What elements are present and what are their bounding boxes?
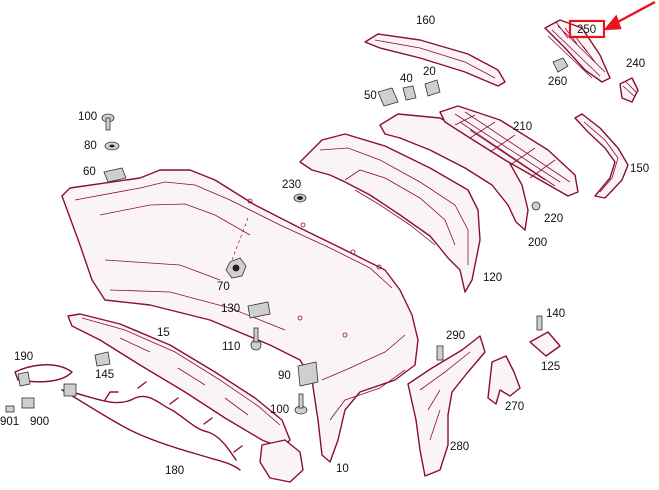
label-901: 901 xyxy=(0,416,19,428)
labels: 160 250 240 260 40 20 50 210 150 100 80 … xyxy=(0,15,649,477)
label-80: 80 xyxy=(84,140,97,152)
part-230-grommet[interactable] xyxy=(293,193,307,203)
label-110: 110 xyxy=(222,341,240,353)
part-15-lower-trim[interactable] xyxy=(67,313,304,483)
label-280: 280 xyxy=(450,441,469,453)
part-901-connector[interactable] xyxy=(5,405,15,413)
label-130: 130 xyxy=(221,303,240,315)
label-900: 900 xyxy=(30,416,49,428)
label-145: 145 xyxy=(95,369,114,381)
part-290-clip[interactable] xyxy=(436,345,444,361)
label-40: 40 xyxy=(400,73,413,85)
part-110-screw[interactable] xyxy=(250,327,262,351)
label-200: 200 xyxy=(528,237,547,249)
part-180-wiring-harness[interactable] xyxy=(61,381,243,471)
part-90-bracket[interactable] xyxy=(297,361,319,387)
part-60-bracket[interactable] xyxy=(103,167,127,183)
label-10: 10 xyxy=(336,463,349,475)
part-100-bolt-top[interactable] xyxy=(101,113,115,131)
part-50-clip[interactable] xyxy=(377,87,399,107)
label-120: 120 xyxy=(483,272,502,284)
label-240: 240 xyxy=(626,58,645,70)
label-160: 160 xyxy=(416,15,435,27)
label-50: 50 xyxy=(364,90,377,102)
part-190-cable-tie[interactable] xyxy=(14,364,73,387)
part-140-bolt[interactable] xyxy=(536,315,543,331)
label-250: 250 xyxy=(577,24,596,36)
highlight-box xyxy=(568,19,606,39)
part-270-bracket[interactable] xyxy=(487,355,521,405)
part-220-clip[interactable] xyxy=(531,201,541,211)
part-100-bolt-bottom[interactable] xyxy=(294,393,308,415)
part-280-side-bracket[interactable] xyxy=(407,335,486,477)
label-100-bottom: 100 xyxy=(270,404,289,416)
label-60: 60 xyxy=(83,166,96,178)
part-80-washer[interactable] xyxy=(104,141,120,151)
part-20-clip[interactable] xyxy=(424,79,441,97)
part-160-trim-strip[interactable] xyxy=(364,33,506,87)
part-145-plug[interactable] xyxy=(94,351,111,367)
label-15: 15 xyxy=(157,327,170,339)
part-260-clip[interactable] xyxy=(552,57,569,73)
label-20: 20 xyxy=(423,66,436,78)
label-190: 190 xyxy=(14,351,33,363)
part-240-grille-insert[interactable] xyxy=(619,77,639,103)
part-40-clip[interactable] xyxy=(402,85,417,101)
label-70: 70 xyxy=(217,281,230,293)
label-140: 140 xyxy=(546,308,565,320)
label-230: 230 xyxy=(282,179,301,191)
part-150-trim-strip[interactable] xyxy=(574,113,629,199)
label-125: 125 xyxy=(541,361,560,373)
part-120-carrier[interactable] xyxy=(299,133,481,293)
part-210-grille[interactable] xyxy=(439,105,579,197)
label-180: 180 xyxy=(165,465,184,477)
label-90: 90 xyxy=(278,370,291,382)
part-70-nut[interactable] xyxy=(225,257,247,279)
label-100-top: 100 xyxy=(78,111,97,123)
label-150: 150 xyxy=(630,163,649,175)
part-130-bracket[interactable] xyxy=(247,301,271,319)
part-10-bumper-cover[interactable] xyxy=(61,169,419,463)
label-220: 220 xyxy=(544,213,563,225)
label-260: 260 xyxy=(548,76,567,88)
label-270: 270 xyxy=(505,401,524,413)
red-arrow-indicator xyxy=(603,0,656,31)
part-125-bracket[interactable] xyxy=(529,331,561,357)
part-900-connector[interactable] xyxy=(21,397,35,409)
label-210: 210 xyxy=(513,121,532,133)
label-290: 290 xyxy=(446,330,465,342)
